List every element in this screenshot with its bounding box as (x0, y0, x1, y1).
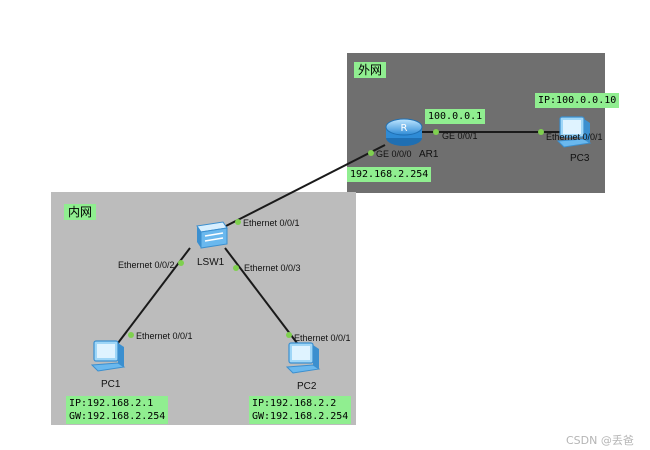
switch-lsw1[interactable] (193, 220, 229, 250)
port-dot-pc1 (128, 332, 134, 338)
port-label-ar1-ge000: GE 0/0/0 (376, 149, 412, 159)
external-zone-label: 外网 (354, 62, 387, 78)
pc1-gateway: GW:192.168.2.254 (69, 411, 166, 422)
link-lsw1-pc1 (117, 247, 191, 344)
port-dot-lsw1-eth002 (178, 260, 184, 266)
ip-label-ar1-wan: 100.0.0.1 (425, 109, 486, 124)
port-dot-ar1-ge001 (433, 129, 439, 135)
pc3[interactable] (554, 113, 594, 151)
port-label-pc3-eth: Ethernet 0/0/1 (546, 132, 603, 142)
pc2-ip: IP:192.168.2.2 (252, 398, 337, 409)
pc2-label: PC2 (297, 381, 317, 392)
port-dot-pc2 (286, 332, 292, 338)
link-ar1-lsw1 (221, 144, 386, 229)
port-dot-lsw1-eth001 (235, 219, 241, 225)
link-lsw1-pc2 (224, 247, 298, 344)
router-icon: R (385, 118, 423, 146)
pc-icon (556, 116, 592, 148)
pc2-gateway: GW:192.168.2.254 (252, 411, 349, 422)
ip-label-pc3: IP:100.0.0.10 (535, 93, 620, 108)
pc-icon (285, 342, 321, 374)
port-label-pc1-eth: Ethernet 0/0/1 (136, 331, 193, 341)
ip-label-pc2: IP:192.168.2.2 GW:192.168.2.254 (249, 396, 352, 424)
port-label-ar1-ge001: GE 0/0/1 (442, 131, 478, 141)
pc2[interactable] (283, 339, 323, 377)
ip-label-ar1-lan: 192.168.2.254 (347, 167, 432, 182)
port-dot-lsw1-eth003 (233, 265, 239, 271)
pc3-label: PC3 (570, 153, 590, 164)
port-dot-pc3 (538, 129, 544, 135)
pc1-label: PC1 (101, 379, 121, 390)
port-label-lsw1-eth003: Ethernet 0/0/3 (244, 263, 301, 273)
router-ar1-label: AR1 (419, 149, 439, 160)
port-label-lsw1-eth002: Ethernet 0/0/2 (118, 260, 175, 270)
ip-label-pc1: IP:192.168.2.1 GW:192.168.2.254 (66, 396, 169, 424)
internal-zone-label: 内网 (64, 204, 97, 220)
switch-lsw1-label: LSW1 (197, 257, 225, 268)
svg-text:R: R (401, 123, 408, 134)
switch-icon (196, 221, 228, 249)
pc1[interactable] (88, 337, 128, 375)
port-label-lsw1-eth001: Ethernet 0/0/1 (243, 218, 300, 228)
pc1-ip: IP:192.168.2.1 (69, 398, 154, 409)
pc-icon (90, 340, 126, 372)
port-label-pc2-eth: Ethernet 0/0/1 (294, 333, 351, 343)
port-dot-ar1-ge000 (368, 150, 374, 156)
watermark: CSDN @丢爸 (566, 434, 634, 447)
router-ar1[interactable]: R (384, 114, 424, 148)
